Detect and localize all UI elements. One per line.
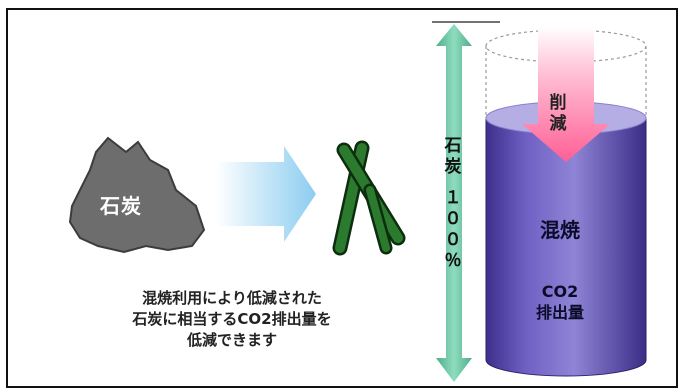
cylinder-sub-label: CO2 排出量 <box>520 281 600 323</box>
coal-label: 石炭 <box>100 194 142 218</box>
caption-line-3: 低減できます <box>186 331 277 349</box>
scale-char: ０ <box>444 230 462 250</box>
biomass-sticks-icon <box>332 140 406 256</box>
reduction-char: 削 <box>549 93 567 113</box>
caption-text: 混焼利用により低減された 石炭に相当するCO2排出量を 低減できます <box>108 288 356 351</box>
scale-char: 石 <box>444 136 462 156</box>
scale-label: 石 炭 １ ０ ０ ％ <box>440 136 466 272</box>
scale-char: １ <box>444 188 462 208</box>
transition-arrow-icon <box>216 146 316 242</box>
cylinder-sub-line-2: 排出量 <box>535 303 584 322</box>
scale-arrow-icon <box>436 24 472 382</box>
caption-line-2: 石炭に相当するCO2排出量を <box>132 310 332 328</box>
scale-char: 炭 <box>444 157 462 177</box>
reduction-char: 減 <box>549 114 567 134</box>
cylinder-main-label: 混焼 <box>540 218 580 242</box>
reduction-label: 削 減 <box>546 93 570 135</box>
cylinder-sub-line-1: CO2 <box>541 282 579 301</box>
coal-rock-shape <box>68 136 206 254</box>
scale-char: ％ <box>444 251 462 271</box>
reduction-arrow-icon <box>522 26 610 162</box>
caption-line-1: 混焼利用により低減された <box>142 289 322 307</box>
scale-char: ０ <box>444 209 462 229</box>
